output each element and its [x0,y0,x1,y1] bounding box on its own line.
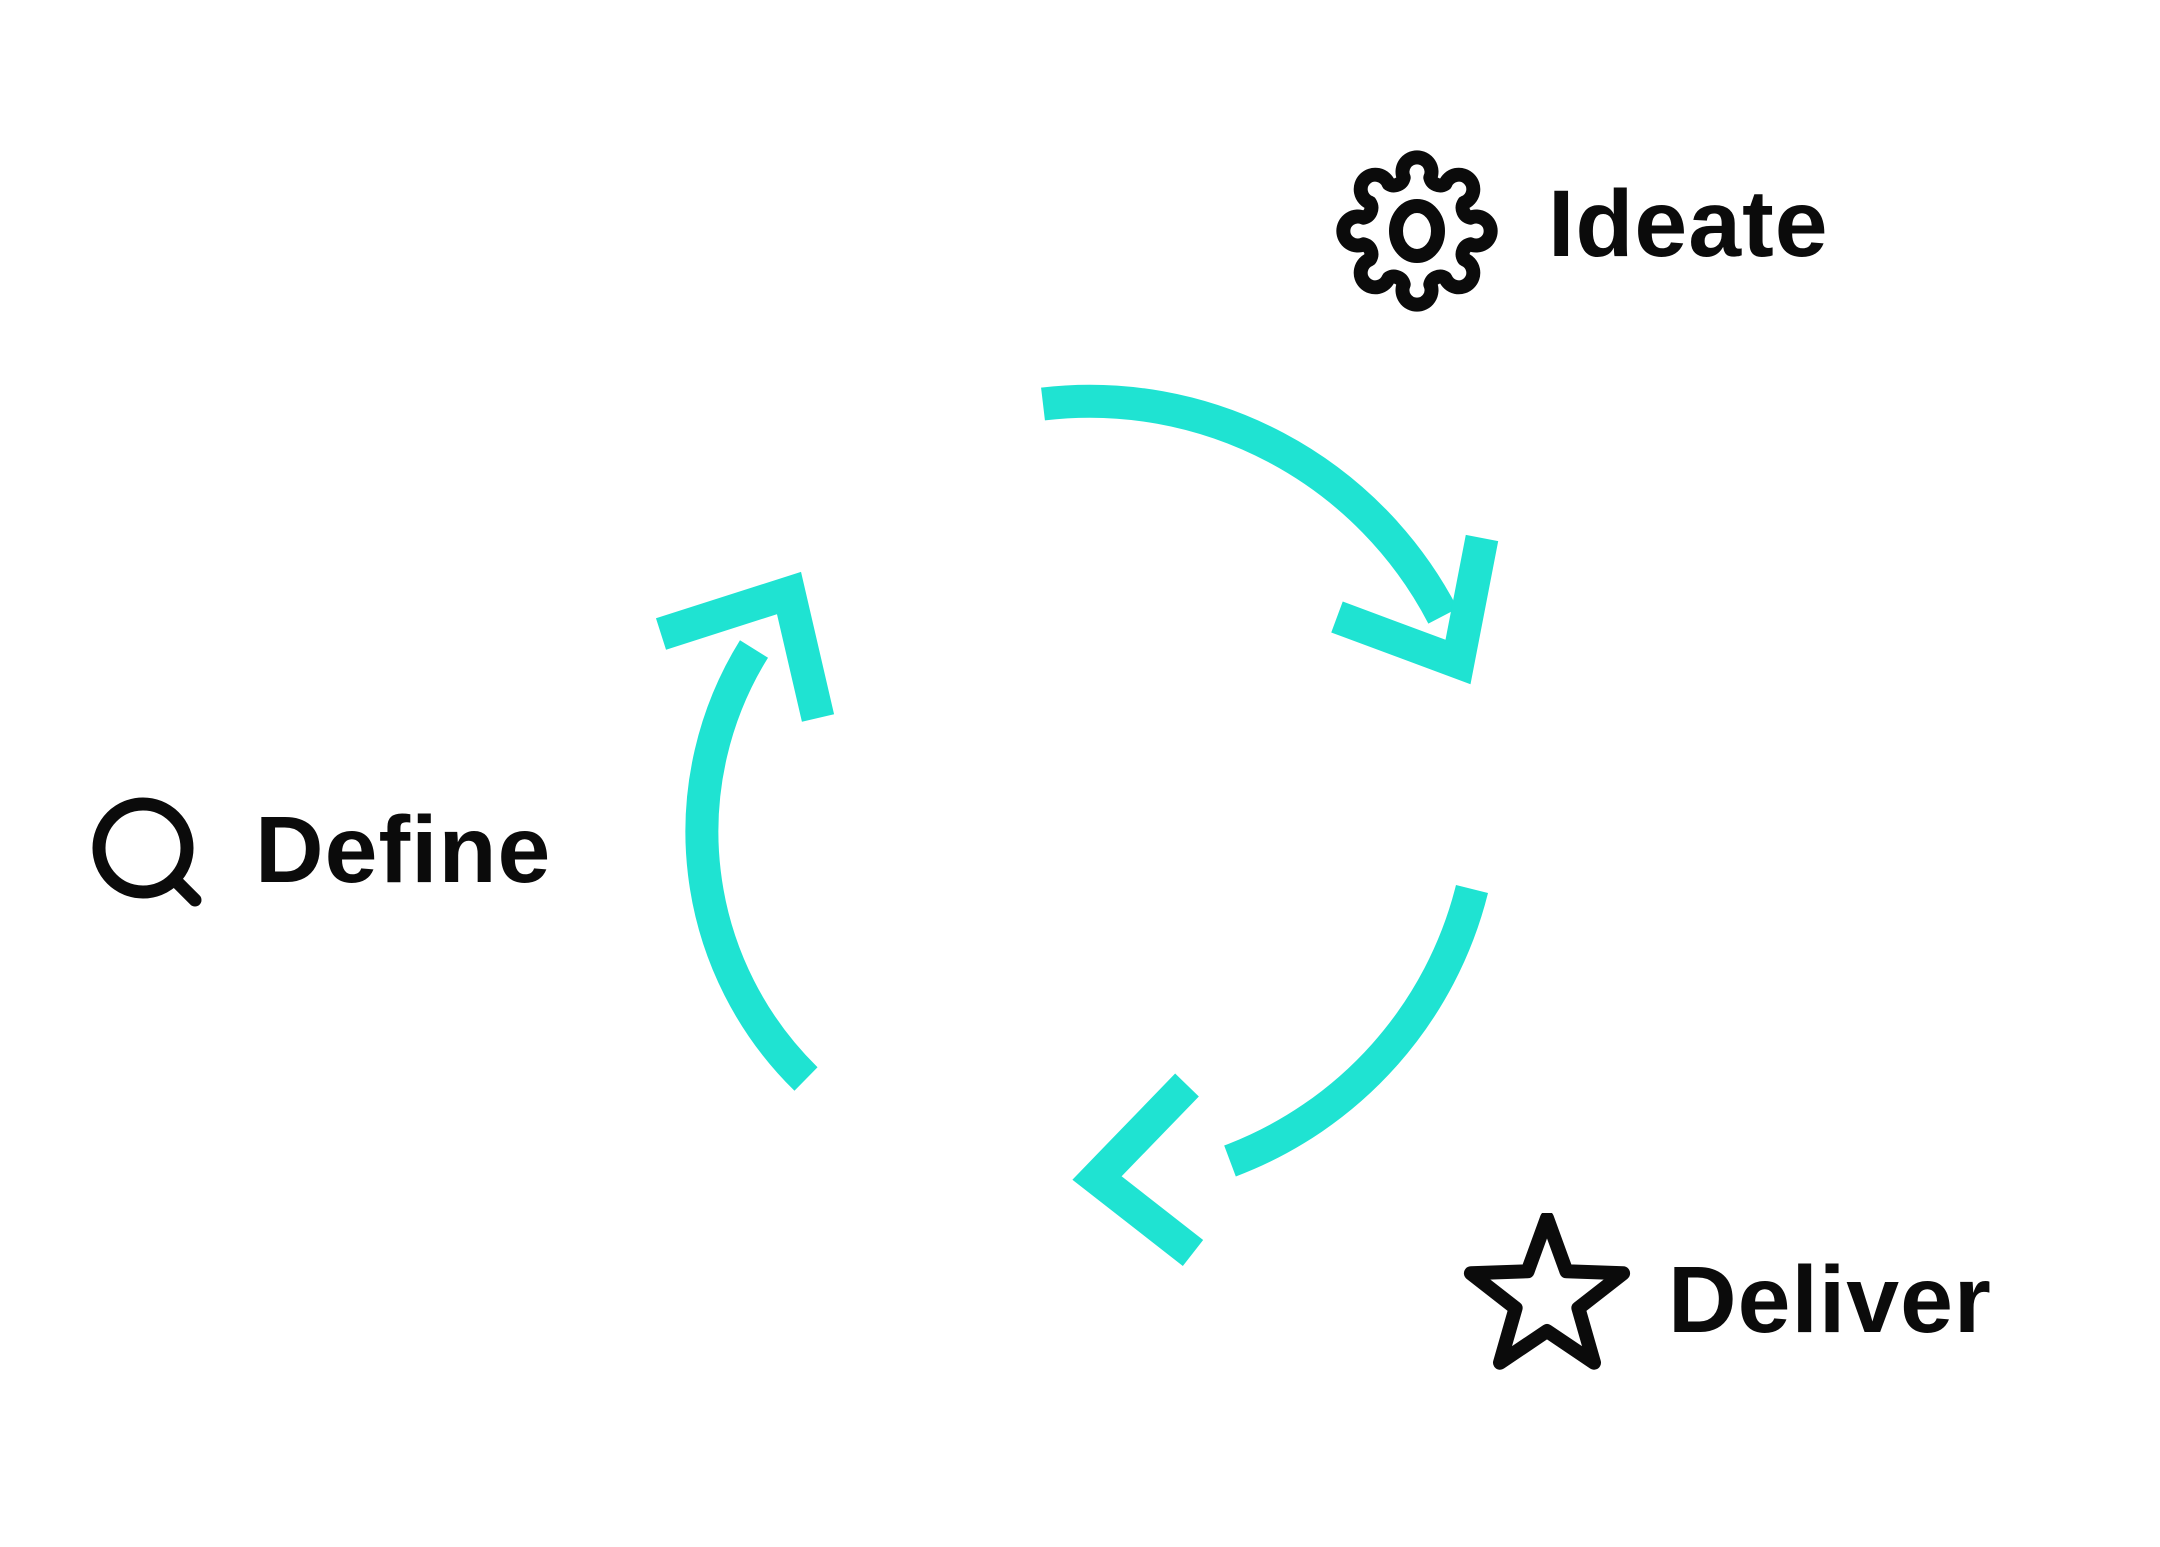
cycle-arrow-left-arrowhead [655,571,835,722]
cycle-arrow-right-arrowhead [1072,1073,1204,1267]
step-label-deliver: Deliver [1668,1247,1992,1353]
cycle-arrow-left [655,571,835,1091]
step-label-define: Define [255,797,552,903]
step-label-ideate: Ideate [1548,171,1829,277]
cycle-arrow-left-arc [685,640,818,1091]
cycle-arrow-top [1041,384,1499,685]
star-icon [1463,1213,1631,1370]
gear-icon [1336,150,1498,312]
cycle-arrow-right [1072,885,1489,1267]
search-icon [92,797,202,907]
cycle-arrow-top-arrowhead [1331,534,1499,685]
cycle-arrow-top-arc [1041,384,1458,624]
cycle-arrow-right-arc [1224,885,1489,1177]
